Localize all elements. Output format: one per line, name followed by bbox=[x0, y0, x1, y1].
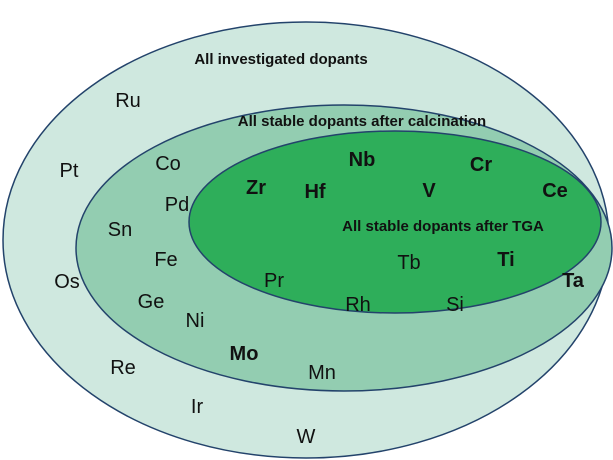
dopant-zr: Zr bbox=[246, 177, 266, 199]
dopant-ge: Ge bbox=[138, 291, 165, 313]
dopant-ni: Ni bbox=[186, 310, 205, 332]
dopant-ta: Ta bbox=[562, 270, 585, 292]
outer-set-title: All investigated dopants bbox=[194, 51, 367, 68]
inner-set-ellipse bbox=[188, 130, 602, 314]
dopant-ti: Ti bbox=[497, 249, 514, 271]
dopant-hf: Hf bbox=[304, 181, 325, 203]
dopant-v: V bbox=[422, 180, 436, 202]
dopant-tb: Tb bbox=[397, 252, 420, 274]
dopant-si: Si bbox=[446, 294, 464, 316]
dopant-fe: Fe bbox=[154, 249, 177, 271]
dopant-pt: Pt bbox=[60, 160, 79, 182]
middle-set-title: All stable dopants after calcination bbox=[238, 113, 486, 130]
dopant-mo: Mo bbox=[230, 343, 259, 365]
dopant-cr: Cr bbox=[470, 154, 492, 176]
dopant-ce: Ce bbox=[542, 180, 568, 202]
inner-set-title: All stable dopants after TGA bbox=[342, 218, 544, 235]
dopant-ru: Ru bbox=[115, 90, 141, 112]
dopant-sn: Sn bbox=[108, 219, 132, 241]
dopant-re: Re bbox=[110, 357, 136, 379]
dopant-w: W bbox=[297, 426, 316, 448]
dopant-ir: Ir bbox=[191, 396, 204, 418]
dopant-rh: Rh bbox=[345, 294, 371, 316]
dopant-pd: Pd bbox=[165, 194, 189, 216]
dopant-os: Os bbox=[54, 271, 80, 293]
dopant-pr: Pr bbox=[264, 270, 284, 292]
dopant-mn: Mn bbox=[308, 362, 336, 384]
dopant-co: Co bbox=[155, 153, 181, 175]
dopant-nb: Nb bbox=[349, 149, 376, 171]
